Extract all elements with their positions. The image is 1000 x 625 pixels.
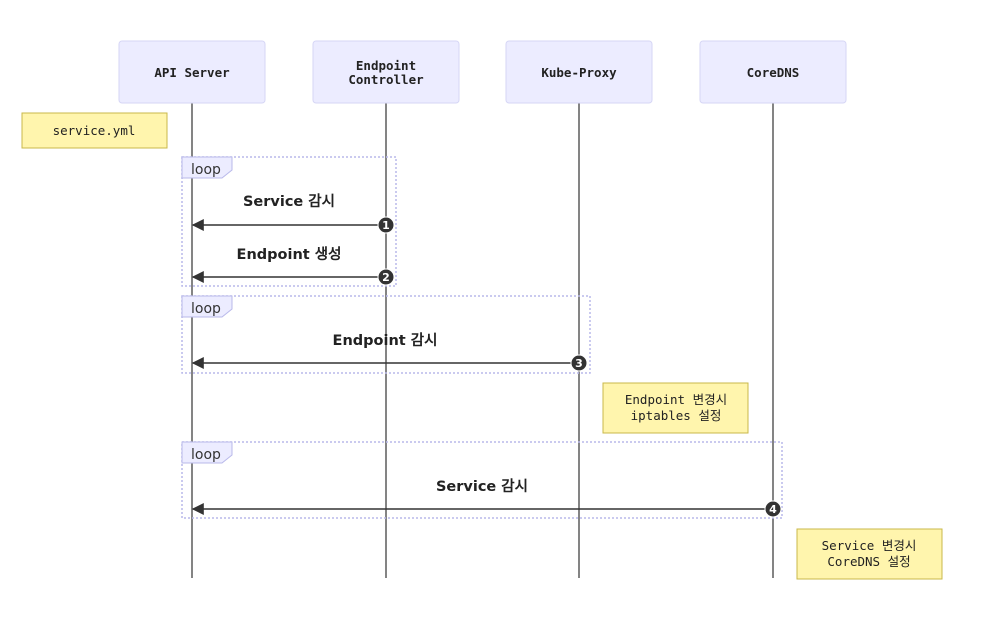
sequence-number: 1 xyxy=(382,219,390,232)
sequence-number: 3 xyxy=(575,357,583,370)
loop-label: loop xyxy=(191,162,221,178)
actor-coredns: CoreDNS xyxy=(699,40,847,104)
message-label: Endpoint 생성 xyxy=(237,245,342,263)
note-service-yml: service.yml xyxy=(21,112,168,149)
actor-label: Kube-Proxy xyxy=(541,65,617,80)
note-text: Service 변경시 xyxy=(822,538,917,553)
note-text: CoreDNS 설정 xyxy=(827,554,910,569)
message-label: Service 감시 xyxy=(436,477,528,495)
message-3: Endpoint 감시 3 xyxy=(191,331,588,372)
message-label: Service 감시 xyxy=(243,192,335,210)
loop-frame-3: loop xyxy=(181,441,783,519)
loop-label: loop xyxy=(191,447,221,463)
sequence-number: 4 xyxy=(769,503,777,516)
note-text: Endpoint 변경시 xyxy=(625,392,727,407)
message-1: Service 감시 1 xyxy=(191,192,395,234)
message-2: Endpoint 생성 2 xyxy=(191,245,395,286)
note-iptables: Endpoint 변경시 iptables 설정 xyxy=(602,382,749,434)
note-coredns: Service 변경시 CoreDNS 설정 xyxy=(796,528,943,580)
message-4: Service 감시 4 xyxy=(191,477,782,518)
actor-label: Controller xyxy=(348,72,424,87)
actor-kube-proxy: Kube-Proxy xyxy=(505,40,653,104)
message-label: Endpoint 감시 xyxy=(333,331,438,349)
loop-label: loop xyxy=(191,301,221,317)
loop-frame-1: loop xyxy=(181,156,397,287)
loop-frame-2: loop xyxy=(181,295,591,374)
actor-label: CoreDNS xyxy=(747,65,800,80)
note-text: service.yml xyxy=(53,123,136,138)
sequence-number: 2 xyxy=(382,271,390,284)
actor-label: API Server xyxy=(154,65,230,80)
actor-endpoint-controller: Endpoint Controller xyxy=(312,40,460,104)
actor-label: Endpoint xyxy=(356,58,416,73)
note-text: iptables 설정 xyxy=(631,408,722,423)
actor-api-server: API Server xyxy=(118,40,266,104)
